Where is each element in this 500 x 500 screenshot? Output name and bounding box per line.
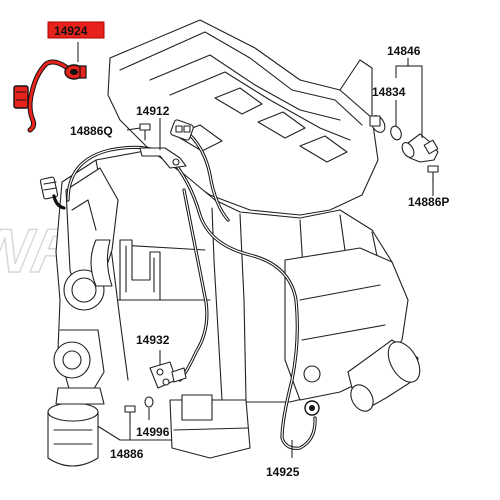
- part-14932-crank-sensor: [149, 361, 187, 389]
- part-14924-harness: [13, 59, 87, 133]
- bracket-14912: [139, 147, 187, 169]
- label-14886Q: 14886Q: [70, 124, 113, 138]
- label-14996: 14996: [136, 425, 170, 439]
- highlight-label-box: [47, 21, 105, 39]
- label-14834: 14834: [372, 85, 406, 99]
- part-14846-sensor: [401, 133, 439, 163]
- label-14932: 14932: [136, 333, 170, 347]
- part-14925-knock-sensor: [304, 400, 320, 416]
- bolt-14886Q: [139, 123, 151, 141]
- harness-connector-left: [39, 176, 66, 210]
- label-14912: 14912: [136, 104, 170, 118]
- label-14925: 14925: [266, 465, 300, 479]
- part-14996-oring: [144, 396, 154, 408]
- engine-block: [47, 19, 421, 467]
- label-14924: 14924: [54, 24, 88, 38]
- cam-sensor-connector: [170, 119, 194, 141]
- label-14886: 14886: [110, 447, 144, 461]
- cam-sensor-mounted: [369, 115, 386, 133]
- part-14834-oring: [390, 125, 402, 141]
- bolt-14886P: [427, 165, 439, 183]
- label-14846: 14846: [387, 44, 421, 58]
- label-14886P: 14886P: [408, 195, 449, 209]
- leader-lines: [77, 42, 434, 458]
